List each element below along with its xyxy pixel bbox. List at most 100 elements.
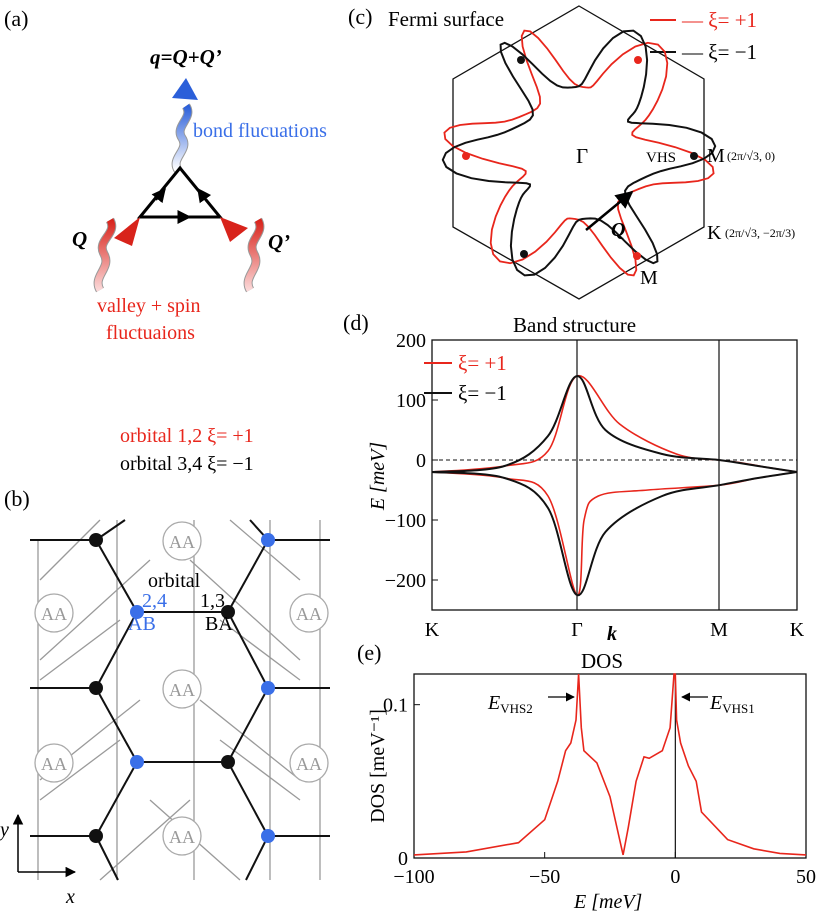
aa-site xyxy=(162,669,202,709)
grid-dline xyxy=(219,619,301,681)
q-wave-right xyxy=(244,218,264,292)
dos-ylabel: DOS [meV⁻¹] xyxy=(367,709,389,823)
aa-site-label: AA xyxy=(169,680,195,700)
band-xtick-label: Γ xyxy=(571,619,583,641)
band-ylabel: E [meV] xyxy=(367,442,389,511)
aa-site-label: AA xyxy=(296,604,322,624)
dos-ytick-label: 0.1 xyxy=(383,695,408,717)
aa-site xyxy=(162,521,202,561)
vhs1-annotation: EVHS1 xyxy=(709,692,755,716)
aa-site-label: AA xyxy=(296,754,322,774)
fermi-dot-black xyxy=(520,250,528,258)
band-xtick-label: K xyxy=(790,619,805,641)
grid-dline xyxy=(229,519,301,581)
band-plot-frame xyxy=(431,339,798,611)
gamma-point: Γ xyxy=(576,144,588,168)
loop-triangle xyxy=(136,165,224,219)
honeycomb-bond xyxy=(95,761,138,837)
vhs2-annotation: EVHS2 xyxy=(487,692,533,716)
legend-xi-minus: — ξ= −1 xyxy=(681,40,757,64)
panel-c: (c) Fermi surface — ξ= +1 — ξ= −1 Γ VHS … xyxy=(348,4,795,300)
grid-dline xyxy=(189,559,301,661)
loop-arrow-right xyxy=(197,187,212,204)
grid-dline xyxy=(39,559,151,661)
fermi-dot-red xyxy=(462,152,470,160)
k-point-coord: (2π/√3, −2π/3) xyxy=(725,226,795,240)
dos-xtick-label: 0 xyxy=(670,866,680,888)
axis-x-label: x xyxy=(65,886,75,908)
honeycomb-bond xyxy=(245,835,269,881)
band-ytick-label: 100 xyxy=(396,390,426,412)
band-ytick-label: −200 xyxy=(385,570,426,592)
vhs-label: VHS xyxy=(646,150,676,166)
dos-xtick-label: 50 xyxy=(796,866,816,888)
band-title: Band structure xyxy=(513,313,636,337)
q-arrow-right xyxy=(220,217,248,242)
honeycomb-bond xyxy=(227,761,269,837)
band-legend-minus: ξ= −1 xyxy=(458,381,507,405)
dos-title: DOS xyxy=(581,649,623,673)
fermi-dot-black xyxy=(517,56,525,64)
site-ba xyxy=(221,605,235,619)
m-point-label: M xyxy=(707,145,725,167)
orbital-black-label: 1,3 xyxy=(200,590,225,612)
dos-xlabel: E [meV] xyxy=(573,891,642,913)
m-point-coord: (2π/√3, 0) xyxy=(727,149,775,163)
aa-site xyxy=(34,743,74,783)
honeycomb-bond xyxy=(227,687,269,763)
legend-xi-plus: — ξ= +1 xyxy=(681,8,757,32)
bond-text: bond flucuations xyxy=(193,120,327,142)
band-xtick-label: M xyxy=(710,619,728,641)
panel-a-label: (a) xyxy=(4,6,28,31)
band-line-xi-plus-lower xyxy=(431,471,798,596)
band-line-xi-minus-lower xyxy=(431,471,798,597)
q-vector-arrow xyxy=(585,190,634,231)
honeycomb-bond xyxy=(95,687,138,763)
band-ytick-label: 200 xyxy=(396,330,426,352)
aa-site xyxy=(34,593,74,633)
ba-label: BA xyxy=(205,613,233,635)
q-vector-label: Q xyxy=(611,219,625,241)
q-arrow-left xyxy=(114,217,140,246)
vhs-dot xyxy=(690,152,698,160)
panel-a: (a) q=Q+Q’ bond flucuations Q Q’ valley … xyxy=(4,6,327,344)
axis-y-label: y xyxy=(0,819,9,841)
fermi-dot-red xyxy=(634,56,642,64)
grid-dline xyxy=(199,699,301,781)
site-ab xyxy=(261,681,275,695)
valley-text-2: fluctuaions xyxy=(106,322,195,344)
orbital-word: orbital xyxy=(148,570,201,592)
dos-xtick-label: −100 xyxy=(393,866,434,888)
band-legend-plus: ξ= +1 xyxy=(458,351,507,375)
honeycomb-bond xyxy=(95,835,119,881)
grid-dline xyxy=(39,739,121,801)
panel-e-label: (e) xyxy=(357,640,381,665)
aa-site-label: AA xyxy=(169,827,195,847)
loop-arrow-left xyxy=(151,187,166,204)
site-ba xyxy=(89,681,103,695)
bond-wave xyxy=(172,104,192,172)
valley-text-1: valley + spin xyxy=(97,295,201,317)
band-xlabel: k xyxy=(607,623,617,645)
panel-e: (e) DOS 0 0.1 −100 −50 0 50 EVHS2 EVHS1 DOS [… xyxy=(357,640,816,913)
grid-dline xyxy=(39,519,101,581)
q-right-label: Q’ xyxy=(268,230,290,254)
honeycomb-bond xyxy=(95,611,138,689)
dos-xtick-label: −50 xyxy=(529,866,560,888)
site-ba xyxy=(221,755,235,769)
k-point-label: K xyxy=(707,222,722,244)
aa-site xyxy=(162,816,202,856)
fermi-contour-xi-minus xyxy=(441,29,717,277)
grid-dline xyxy=(99,799,191,881)
band-ytick-label: −100 xyxy=(385,510,426,532)
site-ab xyxy=(261,829,275,843)
dos-ytick-label: 0 xyxy=(398,848,408,870)
dos-content: 0 0.1 −100 −50 0 50 xyxy=(383,673,816,888)
panel-d-label: (d) xyxy=(343,310,369,335)
site-ab xyxy=(130,605,144,619)
orbital-blue-label: 2,4 xyxy=(142,590,167,612)
honeycomb-bond xyxy=(95,539,138,613)
